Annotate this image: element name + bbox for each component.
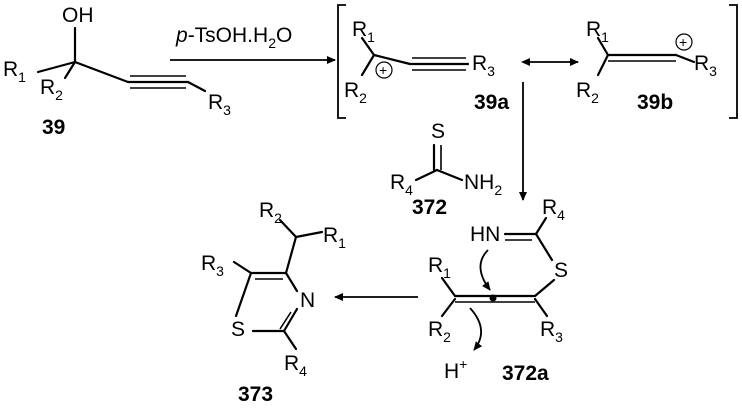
central-carbon-dot [489,294,497,302]
substituent-r3: R3 [694,52,717,79]
sulfur-label: S [554,259,568,282]
substituent-r4: R4 [542,196,565,223]
substituent-r2: R2 [344,79,367,106]
bond-c-r1 [36,60,77,74]
thioamide-372: S R4 NH2 372 [390,120,502,219]
sulfur-label: S [431,120,445,143]
bond-c-alkyne [73,60,130,84]
bond-c-r2 [596,53,610,77]
substituent-r2: R2 [259,199,282,226]
bond-c-r1 [596,36,610,57]
bond-c2-r4 [282,329,298,351]
ring-bond-s-c5 [234,271,253,318]
intermediate-372a: HN R4 S R1 R2 R3 H+ 372a [428,196,568,385]
substituent-r3: R3 [208,91,231,118]
substituent-r4: R4 [390,171,413,198]
bond-c-r4 [534,216,548,236]
compound-number-39: 39 [42,116,65,139]
bond-c-s [534,232,554,262]
plus-charge-sign: + [679,34,687,50]
bond-c-r2 [360,53,376,77]
substituent-r1: R1 [323,224,346,251]
substituent-r3: R3 [201,252,224,279]
proton-label: H+ [444,356,467,383]
substituent-r1: R1 [3,58,26,85]
bracket-left [337,4,346,119]
bond-s-c [533,278,556,298]
bond-c-r2 [63,60,77,80]
cation-39a: + R1 R2 R3 39a [344,18,509,114]
compound-number-39b: 39b [637,91,673,114]
bracket-right [729,4,738,119]
thiazole-373: N S R2 R1 R3 R4 373 [201,199,346,406]
plus-charge-icon [375,61,393,79]
ring-bond-c4-n [284,271,299,293]
substituent-r1: R1 [586,18,609,45]
cation-39b: + R1 R2 R3 39b [576,18,717,114]
compound-39: OH R1 R2 R3 39 [3,4,231,139]
bond-alkyne-r3 [186,80,207,93]
compound-number-372: 372 [412,196,447,219]
compound-number-39a: 39a [474,91,509,114]
bond-c4-ch [284,235,298,275]
bond-ch-r1 [294,230,324,239]
nitrogen-label: N [300,289,315,312]
amine-label: NH2 [464,171,502,198]
bond-c-r3 [674,53,696,64]
curved-arrow-nucleophilic [479,249,491,291]
bond-c-r1 [440,276,457,298]
bond-c-r4 [414,168,439,182]
sulfur-label: S [231,318,245,341]
reagent-label: p-TsOH.H2O [175,24,292,51]
plus-charge-icon [675,33,693,51]
bond-c-r2 [440,297,457,318]
resonance-bracket [337,4,738,119]
ring-bond-n-c2 [282,307,299,333]
substituent-r4: R4 [284,352,307,379]
substituent-r3: R3 [540,318,563,345]
bond-c-n [435,168,464,182]
compound-number-372a: 372a [502,362,549,385]
curved-arrow-deprotonation [469,307,483,351]
bond-ch-r2 [278,218,298,239]
substituent-r2: R2 [40,76,63,103]
bond-c5-r3 [232,260,253,275]
bond-c-r1 [360,36,376,57]
substituent-r1: R1 [352,18,375,45]
bond-c-alkyne [372,53,412,66]
plus-charge-sign: + [379,62,387,78]
compound-number-373: 373 [238,383,273,406]
imine-nh-label: HN [470,223,500,246]
ring-bond-n-c2-double [279,311,292,330]
substituent-r3: R3 [472,52,495,79]
substituent-r2: R2 [428,318,451,345]
substituent-r2: R2 [576,79,599,106]
bond-c-r3 [533,297,549,318]
substituent-r1: R1 [428,254,451,281]
hydroxyl-label: OH [62,4,94,27]
reaction-arrow-1: p-TsOH.H2O [170,24,336,64]
